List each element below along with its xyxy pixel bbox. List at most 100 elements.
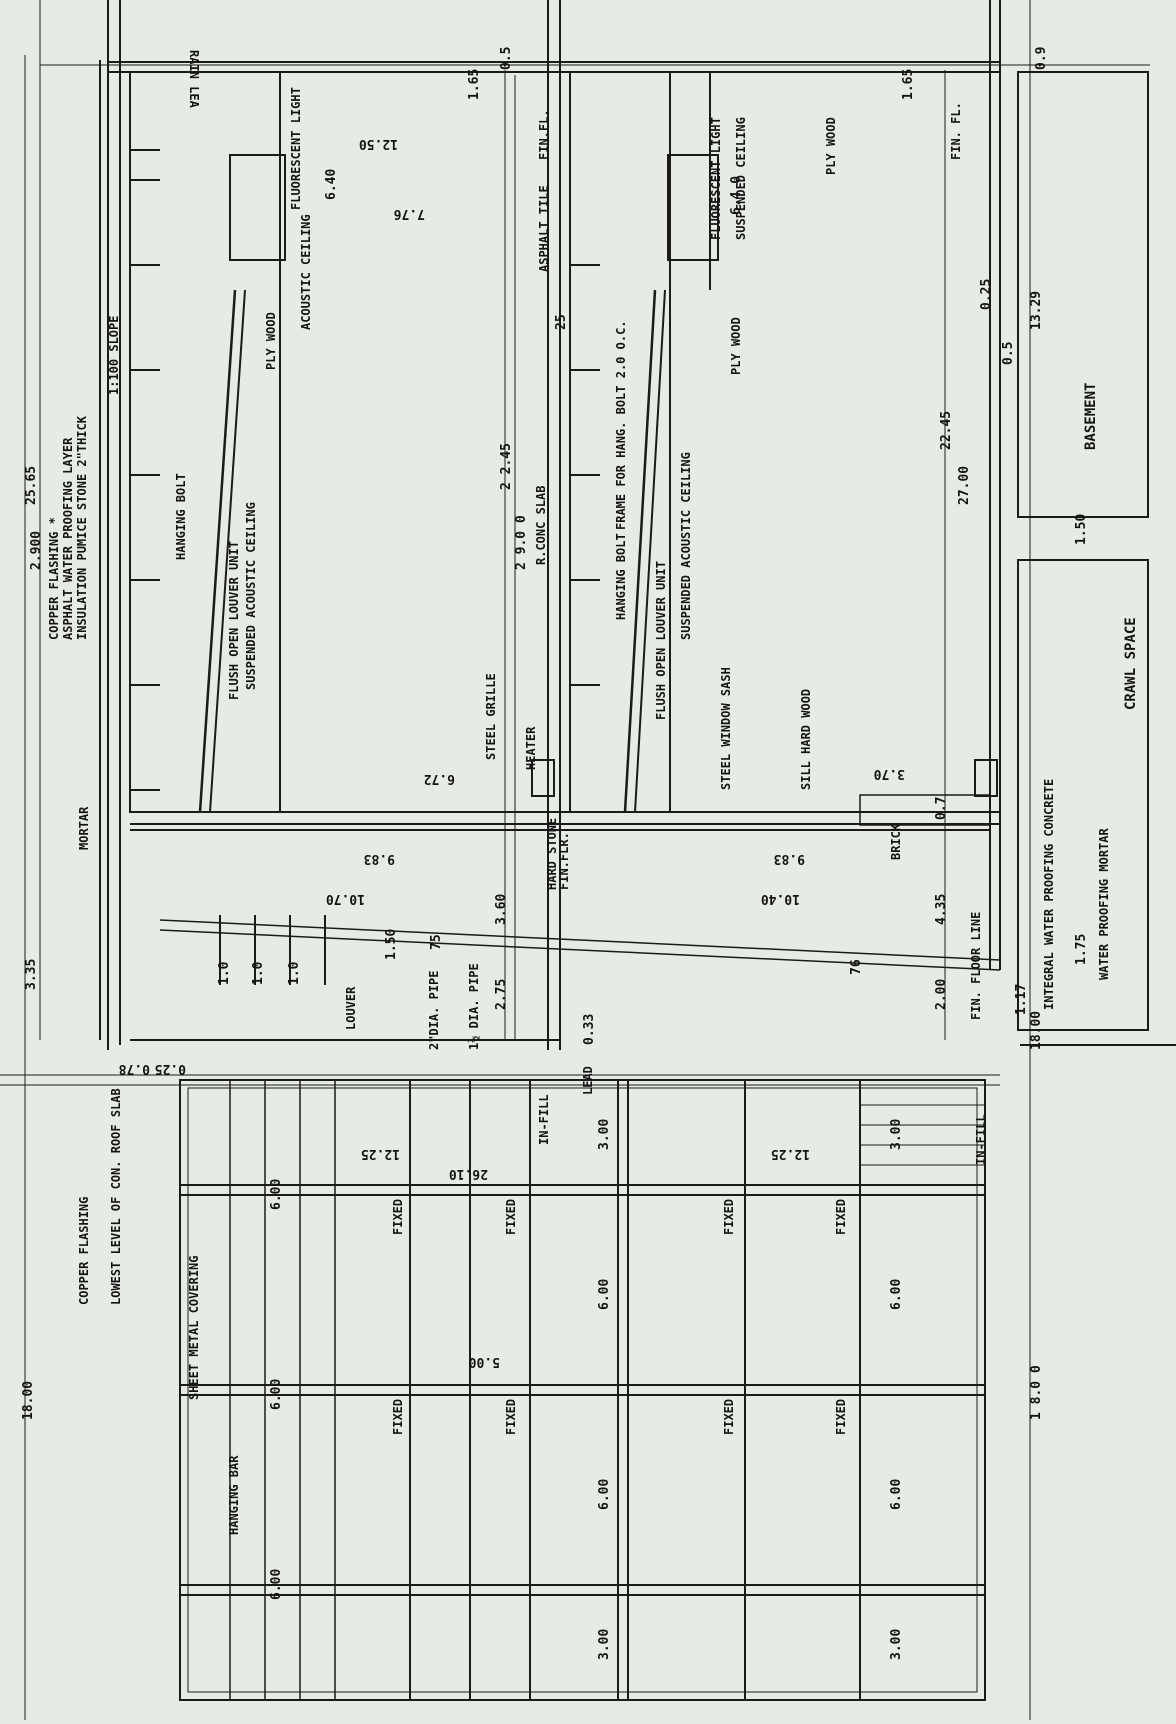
dim-6-40-b: 6.4 0 — [729, 176, 744, 215]
label-hanging-bar: HANGING BAR — [227, 1455, 241, 1535]
dim-25-65: 25.65 — [24, 466, 39, 505]
dim-3-60: 3.60 — [494, 894, 509, 925]
label-steel-grille: STEEL GRILLE — [484, 673, 498, 760]
label-fluorescent-light-1: FLUORESCENT LIGHT — [289, 87, 303, 210]
dim-12-25-b: 12.25 — [771, 1146, 810, 1161]
dim-29-00: 2 9.0 0 — [514, 515, 529, 570]
dim-0-25-b: 0.25 — [155, 1061, 186, 1076]
label-infill-2: IN-FILL — [974, 1114, 988, 1165]
dim-5-00: 5.00 — [469, 1354, 500, 1369]
dimension-lines — [0, 0, 1031, 1720]
label-hanging-bolt-1: HANGING BOLT — [174, 473, 188, 560]
label-steel-window-sash: STEEL WINDOW SASH — [719, 667, 733, 790]
dim-1-0-a: 1.0 — [217, 961, 232, 985]
label-asphalt-tile: ASPHALT TILE — [537, 185, 551, 272]
label-basement: BASEMENT — [1083, 383, 1099, 450]
label-slope: 1:100 SLOPE — [107, 316, 121, 395]
dim-12-25-a: 12.25 — [361, 1146, 400, 1161]
label-frame-hang-bolt: FRAME FOR HANG. BOLT 2.0 O.C. — [614, 320, 628, 530]
dim-3-00-d: 3.00 — [889, 1629, 904, 1660]
label-fixed-5: FIXED — [391, 1399, 405, 1435]
label-fin-floor-line: FIN. FLOOR LINE — [969, 912, 983, 1020]
label-rc-slab: R.CONC SLAB — [534, 486, 548, 565]
dim-27-00: 27.00 — [957, 466, 972, 505]
dim-13-29: 13.29 — [1029, 291, 1044, 330]
dim-26-10: 26.10 — [449, 1166, 488, 1181]
label-copper-flashing-bottom: COPPER FLASHING — [77, 1197, 91, 1305]
label-flush-louver-2: FLUSH OPEN LOUVER UNIT — [654, 561, 668, 720]
label-fixed-7: FIXED — [722, 1399, 736, 1435]
label-fin-fl-1: FIN.FL. — [537, 109, 551, 160]
dim-6-00-a: 6.00 — [269, 1179, 284, 1210]
dim-6-00-d: 6.00 — [597, 1279, 612, 1310]
dim-9-83-a: 9.83 — [364, 851, 395, 866]
dim-0-5: 0.5 — [499, 47, 514, 70]
dim-75: 75 — [429, 934, 444, 950]
dim-22-45-b: 22.45 — [939, 411, 954, 450]
dim-6-00-f: 6.00 — [889, 1279, 904, 1310]
dim-0-25: 0.25 — [979, 279, 994, 310]
dim-18-00-a: 18.00 — [21, 1381, 36, 1420]
label-ply-wood-2: PLY WOOD — [729, 317, 743, 375]
annotation-labels: RAIN LEA FLUORESCENT LIGHT ACOUSTIC CEIL… — [47, 50, 1139, 1535]
dimension-labels: 12.50 7.76 6.40 6.4 0 1.65 1.65 0.5 0.9 … — [21, 47, 1089, 1660]
label-heater: HEATER — [524, 726, 538, 770]
dim-18-00-b: 18.00 — [1029, 1011, 1044, 1050]
dim-6-72: 6.72 — [424, 771, 455, 786]
dim-6-00-b: 6.00 — [269, 1379, 284, 1410]
label-infill-1: IN-FILL — [537, 1094, 551, 1145]
dim-3-00-b: 3.00 — [597, 1629, 612, 1660]
dim-2-00: 2.00 — [934, 979, 949, 1010]
dim-6-40-a: 6.40 — [324, 169, 339, 200]
dim-1-65-b: 1.65 — [901, 69, 916, 100]
label-dia-pipe-15: 1½ DIA. PIPE — [467, 963, 481, 1050]
label-fixed-1: FIXED — [391, 1199, 405, 1235]
label-ply-wood-1: PLY WOOD — [264, 312, 278, 370]
dim-6-00-e: 6.00 — [597, 1479, 612, 1510]
dim-1-65-a: 1.65 — [467, 69, 482, 100]
label-fin-fl-2: FIN. FL. — [949, 102, 963, 160]
dim-0-33: 0.33 — [582, 1014, 597, 1045]
dim-1-0-b: 1.0 — [251, 961, 266, 985]
dim-6-00-g: 6.00 — [889, 1479, 904, 1510]
label-fixed-8: FIXED — [834, 1399, 848, 1435]
building-section — [40, 0, 1176, 1050]
label-lowest-level: LOWEST LEVEL OF CON. ROOF SLAB — [109, 1088, 123, 1305]
dim-6-00-c: 6.00 — [269, 1569, 284, 1600]
dim-3-70: 3.70 — [874, 766, 905, 781]
label-asphalt-layer: ASPHALT WATER PROOFING LAYER — [61, 437, 75, 640]
label-acoustic-ceiling: ACOUSTIC CEILING — [299, 214, 313, 330]
label-hard-stone: HARD STONE — [545, 818, 559, 890]
label-hanging-bolt-2: HANGING BOLT — [614, 533, 628, 620]
label-insulation: INSULATION PUMICE STONE 2"THICK — [75, 415, 89, 640]
label-susp-acoustic-1: SUSPENDED ACOUSTIC CEILING — [244, 502, 258, 690]
label-susp-acoustic-2: SUSPENDED ACOUSTIC CEILING — [679, 452, 693, 640]
dim-0-78: 0.78 — [119, 1061, 150, 1076]
dim-25: 25 — [554, 314, 569, 330]
dim-4-35: 4.35 — [934, 894, 949, 925]
label-rain-leader: RAIN LEA — [187, 50, 201, 109]
dim-1-75: 1.75 — [1074, 934, 1089, 965]
label-fixed-4: FIXED — [834, 1199, 848, 1235]
label-fin-flr: FIN.FLR. — [557, 832, 571, 890]
dim-9-83-b: 9.83 — [774, 851, 805, 866]
label-susp-ceiling: SUSPENDED CEILING — [734, 117, 748, 240]
label-copper-flashing-top: COPPER FLASHING * — [47, 517, 61, 640]
dim-1-17: 1.17 — [1014, 984, 1029, 1015]
dim-12-50-a: 12.50 — [359, 136, 398, 151]
window-elevation — [179, 1079, 986, 1701]
label-mortar: MORTAR — [77, 806, 91, 850]
label-sill-hard-wood: SILL HARD WOOD — [799, 689, 813, 790]
label-dia-pipe-2: 2"DIA. PIPE — [427, 971, 441, 1050]
dim-0-9: 0.9 — [1034, 47, 1049, 70]
label-flush-louver-1: FLUSH OPEN LOUVER UNIT — [227, 541, 241, 700]
dim-0-5-b: 0.5 — [1001, 342, 1016, 365]
dim-1-50-a: 1.50 — [384, 929, 399, 960]
dim-3-35: 3.35 — [24, 959, 39, 990]
label-sheet-metal: SHEET METAL COVERING — [187, 1256, 201, 1401]
dim-1-50-b: 1.50 — [1074, 514, 1089, 545]
label-ply-wood-3: PLY WOOD — [824, 117, 838, 175]
dim-10-40: 10.40 — [761, 891, 800, 906]
